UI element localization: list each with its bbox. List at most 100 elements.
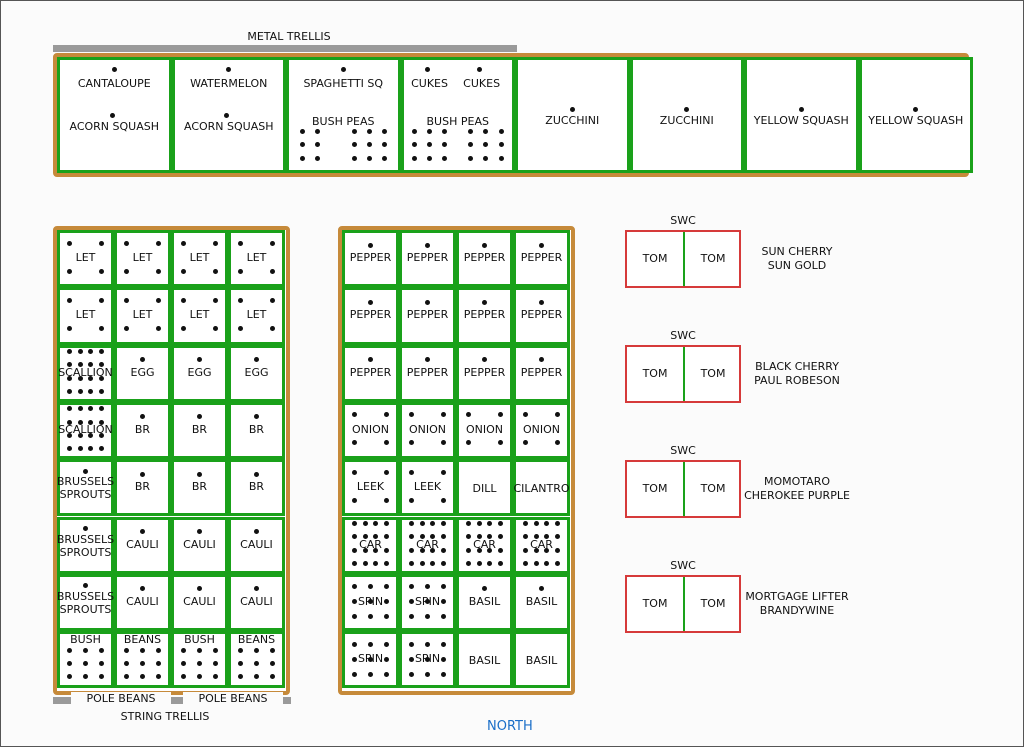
plant-dot (270, 673, 276, 679)
square-label: BUSH (70, 633, 101, 647)
plant-dot (213, 268, 219, 274)
plant-dot (487, 534, 493, 540)
square-label: CAULI (126, 594, 159, 608)
swc-right-plant: TOM (700, 252, 726, 265)
plant-dot (66, 325, 72, 331)
plant-dot (555, 440, 561, 446)
square-label: ZUCCHINI (545, 114, 600, 127)
plant-dot (362, 534, 368, 540)
bed-square: CAULI (228, 573, 285, 632)
plant-dot (77, 446, 83, 452)
plant-dot (411, 128, 417, 134)
plant-dot (88, 419, 94, 425)
plant-dot (123, 660, 129, 666)
plant-dot (77, 433, 83, 439)
square-label: SPAGHETTI SQ (303, 77, 384, 90)
plant-dot (425, 614, 430, 620)
plant-dot (299, 141, 305, 147)
bed-square: YELLOW SQUASH (858, 57, 973, 173)
plant-dot (411, 155, 417, 161)
swc-variety: PAUL ROBESON (754, 374, 840, 387)
plant-dot (111, 66, 117, 72)
plant-dot (482, 242, 487, 248)
plant-dot (99, 240, 105, 246)
plant-dot (314, 155, 320, 161)
bed-square: ONION (456, 401, 513, 460)
plant-dot (66, 268, 72, 274)
square-label: PEPPER (463, 365, 506, 379)
square-label: PEPPER (406, 308, 449, 322)
plant-dot (442, 155, 448, 161)
square-label: LET (246, 308, 267, 322)
plant-dot (425, 599, 430, 605)
plant-dot (66, 389, 72, 395)
plant-dot (156, 647, 162, 653)
plant-dot (140, 414, 145, 420)
north-label: NORTH (487, 719, 533, 734)
plant-dot (381, 141, 387, 147)
square-label: CAR (530, 537, 553, 551)
plant-dot (123, 268, 129, 274)
plant-dot (498, 141, 504, 147)
plant-dot (237, 297, 243, 303)
bed-square: PEPPER (342, 287, 399, 345)
plant-dot (77, 419, 83, 425)
swc-variety: MOMOTARO (764, 475, 830, 488)
plant-dot (384, 497, 390, 503)
plant-dot (487, 547, 493, 553)
bed-square: PEPPER (456, 287, 513, 345)
bed-square: BR (114, 401, 171, 460)
plant-dot (77, 349, 83, 355)
plant-dot (66, 660, 72, 666)
plant-dot (88, 406, 94, 412)
plant-dot (237, 673, 243, 679)
string-trellis-label: STRING TRELLIS (120, 710, 210, 723)
plant-dot (109, 112, 115, 118)
bed-square: SPIN (399, 573, 456, 632)
plant-dot (487, 561, 493, 566)
plant-dot (99, 325, 105, 331)
bed-square: LEEK (399, 459, 456, 517)
square-label: PEPPER (520, 365, 563, 379)
bed-square: LET (171, 287, 228, 345)
swc-title: SWC (670, 214, 696, 227)
plant-dot (430, 534, 436, 540)
pole-beans-label-2: POLE BEANS (183, 692, 283, 705)
plant-dot (254, 647, 259, 653)
bed-square: BR (171, 401, 228, 460)
square-label: LET (132, 251, 153, 264)
plant-dot (99, 647, 105, 653)
plant-dot (442, 141, 448, 147)
plant-dot (368, 584, 373, 590)
plant-dot (366, 155, 372, 161)
square-label: SCALLION (58, 365, 113, 379)
plant-dot (83, 526, 88, 531)
plant-dot (427, 128, 433, 134)
bed-square: PEPPER (456, 344, 513, 402)
square-label: BUSH (184, 633, 215, 647)
square-label: LEEK (413, 480, 442, 494)
plant-dot (351, 671, 357, 677)
plant-dot (408, 521, 414, 526)
square-label: BASIL (468, 654, 501, 668)
plant-dot (351, 534, 357, 540)
plant-dot (237, 268, 243, 274)
square-label: EGG (187, 365, 212, 379)
plant-dot (351, 440, 357, 446)
plant-dot (482, 357, 487, 363)
bed-square: BR (228, 401, 285, 460)
bed-square: CAULI (171, 516, 228, 574)
bed-square: CAR (513, 516, 570, 574)
plant-dot (408, 614, 414, 620)
bed-square: BUSH (57, 631, 114, 689)
plant-dot (482, 299, 487, 305)
swc-right-plant: TOM (700, 482, 726, 495)
bed-square: BRUSSELS SPROUTS (57, 516, 114, 574)
plant-dot (351, 497, 357, 503)
square-label: CAULI (183, 537, 216, 551)
plant-dot (140, 471, 145, 477)
plant-dot (156, 268, 162, 274)
plant-dot (424, 66, 430, 72)
plant-dot (425, 641, 430, 647)
